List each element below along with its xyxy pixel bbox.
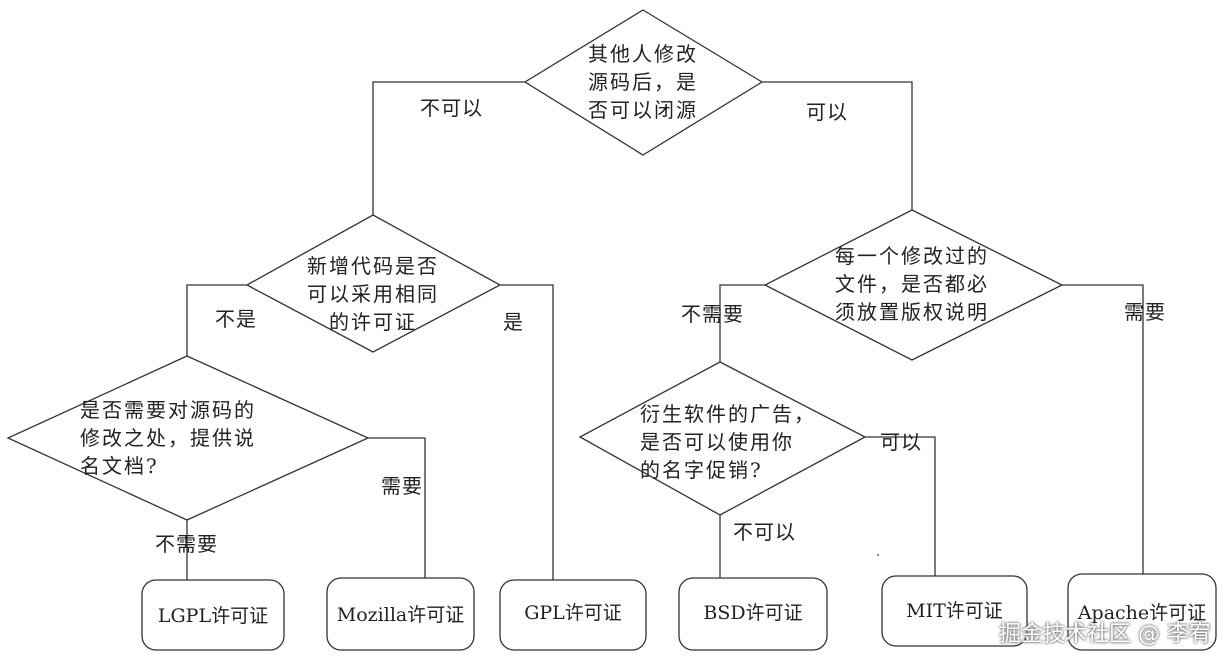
edge-ll-mozilla [368,437,426,578]
edge-label-right-yes: 需要 [1124,300,1166,324]
license-lgpl: LGPL许可证 [157,605,269,627]
edge-rl-mit [865,436,936,576]
node-ll-line3: 名文档? [80,454,159,478]
edge-left-gpl [500,284,554,580]
node-rl-text: 衍生软件的广告， 是否可以使用你 的名字促销? [640,400,825,484]
node-left-line3: 的许可证 [329,310,417,334]
node-right-line2: 文件，是否都必 [835,272,989,296]
node-rl-line3: 的名字促销? [640,458,763,482]
node-root-line3: 否可以闭源 [588,98,698,122]
watermark: 掘金技术社区 @ 李宥 [999,622,1211,647]
node-ll-line1: 是否需要对源码的 [80,398,256,422]
decision-right [763,209,1064,361]
edge-label-rl-yes: 可以 [880,430,922,454]
node-left-text: 新增代码是否 可以采用相同 的许可证 [283,252,463,336]
edge-label-root-no: 不可以 [420,96,483,120]
license-gpl: GPL许可证 [524,602,622,624]
node-right-line3: 须放置版权说明 [835,300,989,324]
edge-label-root-yes: 可以 [806,100,848,124]
edge-root-left [372,81,525,215]
node-ll-line2: 修改之处，提供说 [80,426,256,450]
node-root-line1: 其他人修改 [588,42,698,66]
decision-root [523,9,764,156]
box-mozilla [326,577,475,651]
license-bsd: BSD许可证 [703,602,803,624]
edge-label-left-no: 不是 [215,307,257,331]
edge-right-apache [1062,284,1144,574]
node-right-text: 每一个修改过的 文件，是否都必 须放置版权说明 [812,242,1012,326]
edge-label-ll-yes: 需要 [381,474,423,498]
node-ll-text: 是否需要对源码的 修改之处，提供说 名文档? [80,396,290,480]
edge-left-ll [186,284,247,356]
edge-label-right-no: 不需要 [681,302,744,326]
edge-label-rl-no: 不可以 [733,520,796,544]
stray-dot [877,554,879,556]
edge-label-left-yes: 是 [503,310,524,334]
license-apache: Apache许可证 [1077,602,1207,624]
box-mit [881,575,1028,647]
box-bsd [678,577,828,651]
node-root-line2: 源码后，是 [588,70,698,94]
license-mozilla: Mozilla许可证 [336,604,465,626]
license-mit: MIT许可证 [906,600,1003,622]
node-root-text: 其他人修改 源码后，是 否可以闭源 [553,40,733,124]
node-left-line2: 可以采用相同 [307,282,439,306]
node-right-line1: 每一个修改过的 [835,244,989,268]
edge-root-right [762,81,913,210]
node-rl-line1: 衍生软件的广告， [640,402,816,426]
box-gpl [499,579,647,651]
decision-left [245,214,502,353]
node-rl-line2: 是否可以使用你 [640,430,794,454]
edge-right-rl [719,284,765,362]
box-apache [1067,573,1217,651]
node-left-line1: 新增代码是否 [307,254,439,278]
box-lgpl [141,579,285,651]
edge-label-ll-no: 不需要 [155,532,218,556]
